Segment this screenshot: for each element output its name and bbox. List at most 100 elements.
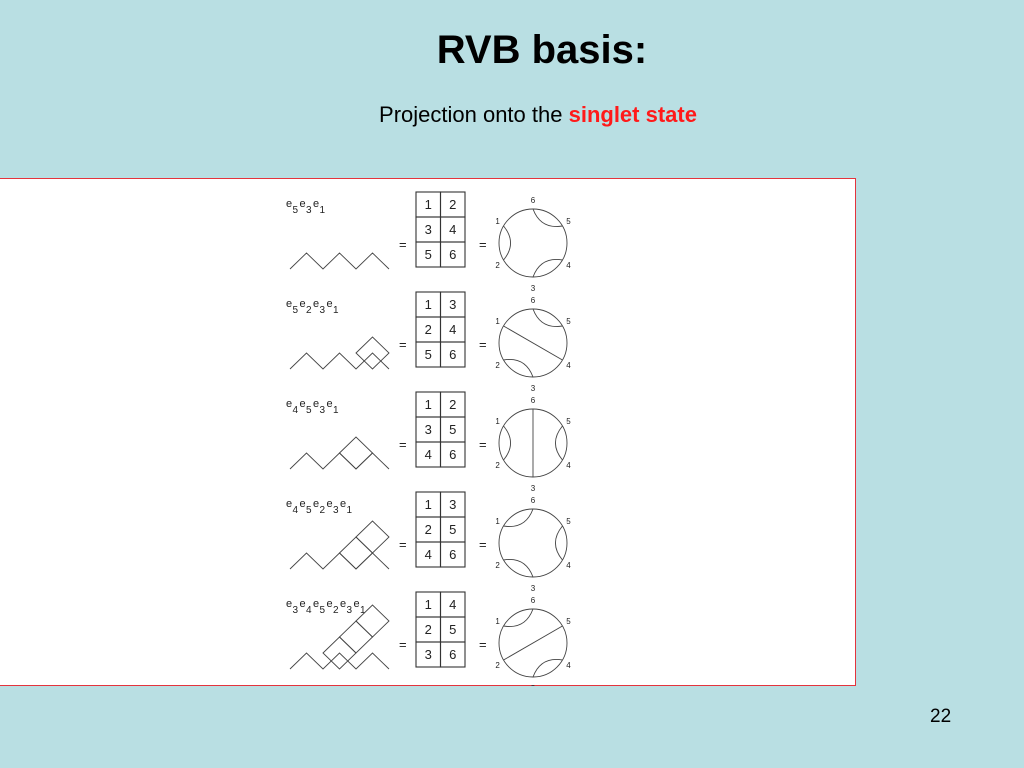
word-letter: e [340, 498, 346, 510]
circle-label: 4 [566, 561, 571, 570]
page-number: 22 [930, 706, 952, 727]
circle-label: 1 [495, 517, 500, 526]
circle-label: 2 [495, 461, 500, 470]
word-subscript: 5 [293, 205, 299, 216]
singlet-arc [532, 259, 563, 278]
circle-label: 2 [495, 261, 500, 270]
circle-label: 3 [531, 684, 536, 686]
word-subscript: 3 [293, 605, 299, 616]
dyck-box [355, 520, 390, 554]
equals-sign: = [399, 337, 407, 352]
tableau-value: 1 [425, 197, 432, 212]
tableau-value: 1 [425, 497, 432, 512]
subtitle-prefix: Projection onto the [379, 102, 569, 127]
word-letter: e [313, 498, 319, 510]
word-subscript: 3 [347, 605, 353, 616]
dyck-box [355, 604, 390, 638]
word-letter: e [286, 498, 292, 510]
circle-label: 5 [566, 617, 571, 626]
dyck-path-base [289, 452, 390, 470]
singlet-arc [503, 425, 512, 461]
circle-label: 6 [531, 496, 536, 505]
equals-sign: = [479, 537, 487, 552]
circle-label: 6 [531, 196, 536, 205]
singlet-arc [503, 559, 534, 578]
circle-label: 3 [531, 284, 536, 293]
tableau-value: 6 [449, 647, 456, 662]
word-subscript: 1 [360, 605, 366, 616]
dyck-box [338, 436, 374, 470]
equals-sign: = [479, 437, 487, 452]
equals-sign: = [479, 237, 487, 252]
circle-label: 1 [495, 317, 500, 326]
circle-label: 1 [495, 617, 500, 626]
circle-label: 6 [531, 596, 536, 605]
dyck-box [338, 536, 374, 570]
circle-label: 4 [566, 661, 571, 670]
circle-label: 5 [566, 317, 571, 326]
word-subscript: 3 [320, 305, 326, 316]
dyck-box [338, 620, 374, 654]
circle-label: 1 [495, 417, 500, 426]
tableau-value: 3 [425, 422, 432, 437]
circle-label: 3 [531, 584, 536, 593]
circle-label: 4 [566, 461, 571, 470]
word-letter: e [300, 298, 306, 310]
tableau-value: 2 [425, 322, 432, 337]
word-subscript: 4 [293, 405, 299, 416]
word-letter: e [340, 598, 346, 610]
tableau-value: 4 [449, 222, 456, 237]
tableau-value: 4 [449, 597, 456, 612]
circle-label: 6 [531, 396, 536, 405]
tableau-value: 1 [425, 297, 432, 312]
word-subscript: 1 [320, 205, 326, 216]
tableau-value: 6 [449, 247, 456, 262]
tableau-value: 2 [449, 397, 456, 412]
equals-sign: = [399, 537, 407, 552]
tableau-cell [439, 441, 466, 468]
slide-title: RVB basis: [436, 28, 648, 72]
equals-sign: = [479, 637, 487, 652]
dyck-path-base [289, 552, 390, 570]
word-subscript: 5 [320, 605, 326, 616]
slide-subtitle: Projection onto the singlet state [0, 102, 1024, 128]
word-subscript: 1 [333, 405, 339, 416]
word-letter: e [313, 598, 319, 610]
word-subscript: 4 [306, 605, 312, 616]
tableau-value: 3 [449, 497, 456, 512]
singlet-arc [532, 208, 563, 227]
pairing-circle [498, 508, 568, 578]
tableau-value: 2 [425, 522, 432, 537]
dyck-path-base [289, 252, 390, 270]
word-subscript: 3 [320, 405, 326, 416]
tableau-value: 4 [425, 547, 432, 562]
word-letter: e [313, 298, 319, 310]
dyck-path-base [289, 352, 390, 370]
tableau-value: 5 [425, 347, 432, 362]
tableau-value: 2 [425, 622, 432, 637]
tableau-cell [439, 641, 466, 668]
equals-sign: = [399, 437, 407, 452]
singlet-arc [532, 659, 563, 678]
tableau-cell [439, 541, 466, 568]
word-letter: e [300, 598, 306, 610]
word-subscript: 2 [320, 505, 326, 516]
singlet-arc [503, 225, 512, 261]
word-letter: e [286, 198, 292, 210]
circle-label: 1 [495, 217, 500, 226]
word-subscript: 1 [333, 305, 339, 316]
word-subscript: 2 [306, 305, 312, 316]
tableau-value: 3 [425, 647, 432, 662]
word-letter: e [327, 498, 333, 510]
tableau-value: 5 [449, 422, 456, 437]
singlet-arc [503, 359, 534, 378]
word-letter: e [286, 598, 292, 610]
word-letter: e [313, 198, 319, 210]
circle-label: 5 [566, 517, 571, 526]
singlet-chord [503, 325, 563, 361]
